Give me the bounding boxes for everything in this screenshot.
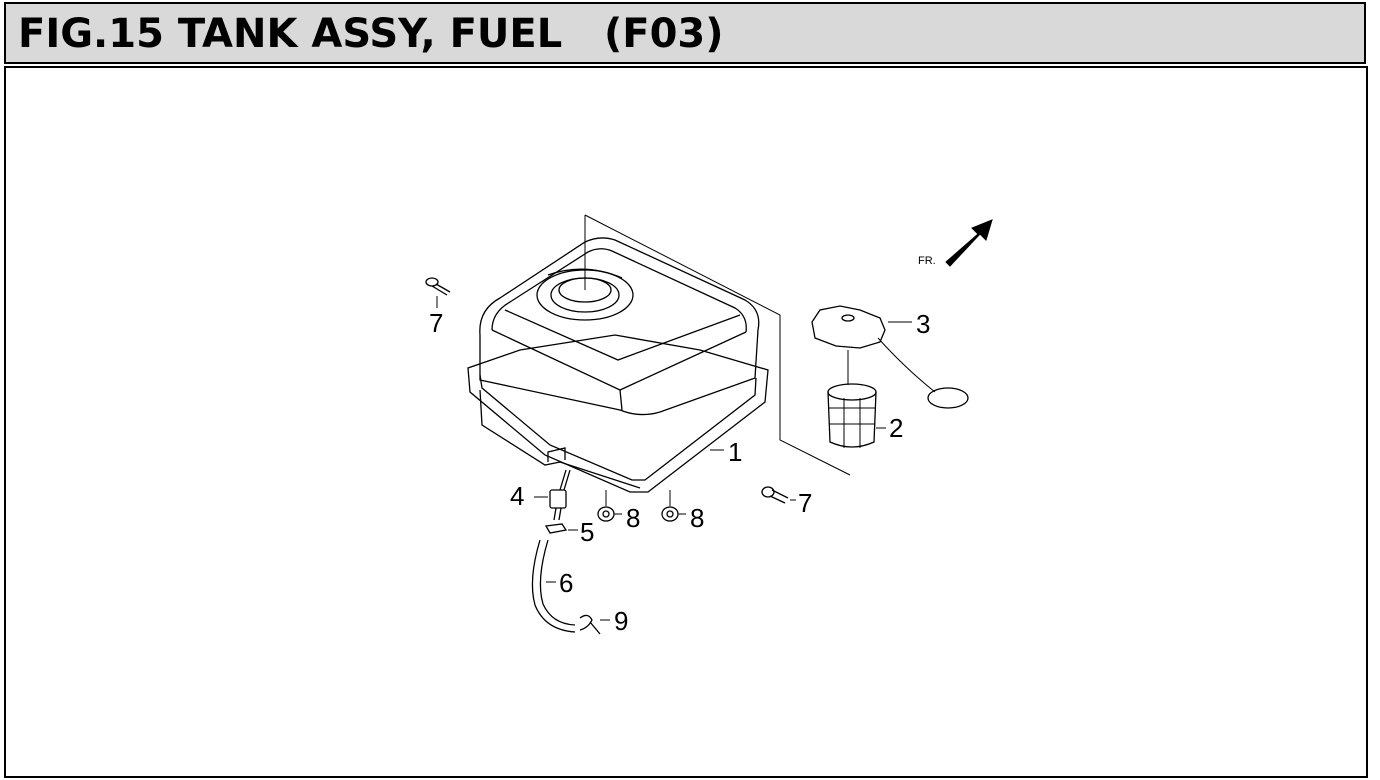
hose-clip-upper (544, 523, 578, 534)
callout-8-left: 8 (626, 503, 640, 533)
fuel-valve (534, 469, 571, 521)
washer-right (661, 490, 686, 522)
callout-2: 2 (889, 413, 903, 443)
reference-line-box (584, 214, 851, 476)
callout-3: 3 (916, 309, 930, 339)
callout-7-upper: 7 (429, 308, 443, 338)
figure-title: FIG.15 TANK ASSY, FUEL (F03) (18, 11, 724, 57)
washer-left (597, 490, 622, 522)
callout-8-right: 8 (690, 503, 704, 533)
figure-title-bar: FIG.15 TANK ASSY, FUEL (F03) (4, 2, 1366, 64)
callout-6: 6 (559, 568, 573, 598)
fuel-strainer (827, 350, 886, 448)
callout-1: 1 (728, 437, 742, 467)
fuel-tank (467, 237, 769, 493)
callout-9: 9 (614, 606, 628, 636)
front-direction-arrow-icon (945, 219, 993, 267)
direction-label: FR. (918, 255, 936, 267)
diagram-frame (4, 66, 1368, 778)
fuel-cap (811, 305, 969, 409)
callout-7-lower: 7 (798, 488, 812, 518)
hose-clip-lower (579, 614, 610, 635)
callout-5: 5 (580, 517, 594, 547)
callout-4: 4 (510, 481, 524, 511)
bolt-lower-right (761, 486, 796, 504)
bolt-upper-left (425, 277, 451, 308)
fuel-hose (531, 539, 576, 633)
